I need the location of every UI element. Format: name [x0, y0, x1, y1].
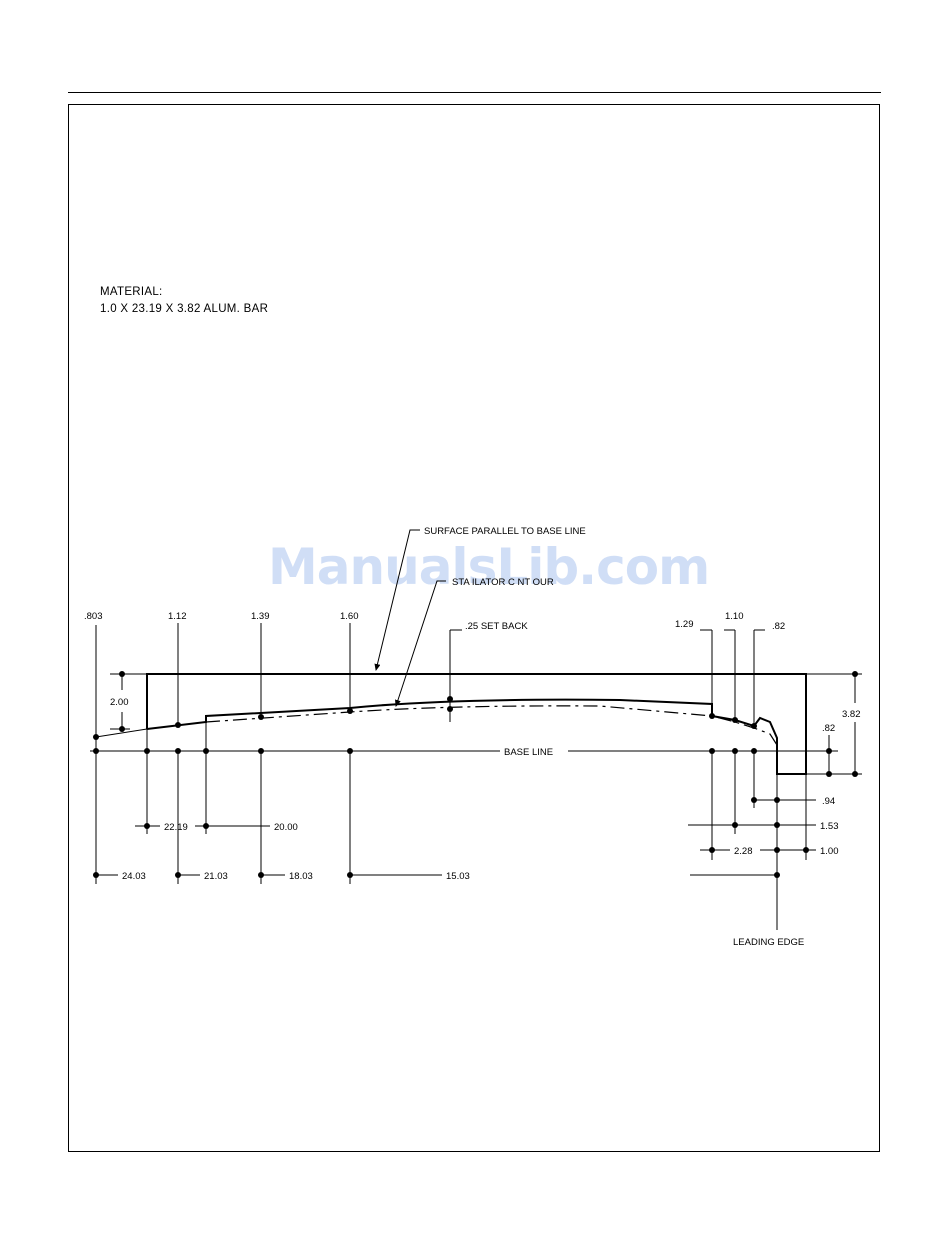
dim-label-153: 1.53	[820, 821, 839, 832]
base-line-label: BASE LINE	[504, 747, 553, 758]
template-outline	[147, 674, 806, 774]
leading-edge-label: LEADING EDGE	[733, 937, 804, 948]
dim-label-1803: 18.03	[289, 871, 313, 882]
dim-label-100: 1.00	[820, 846, 839, 857]
dim-label-82-right: .82	[822, 723, 835, 734]
extension-lines	[96, 623, 806, 930]
callout-leaders	[376, 530, 446, 706]
height-label-160: 1.60	[340, 611, 359, 622]
dim-label-228: 2.28	[734, 846, 753, 857]
surface-parallel-label: SURFACE PARALLEL TO BASE LINE	[424, 526, 586, 537]
horizontal-dim-lines	[96, 800, 816, 875]
stabilator-contour-label: STA ILATOR C NT OUR	[452, 577, 554, 588]
height-label-129: 1.29	[675, 619, 694, 630]
dim-label-2219: 22.19	[164, 822, 188, 833]
dim-label-2103: 21.03	[204, 871, 228, 882]
dim-label-382: 3.82	[842, 709, 861, 720]
dim-label-94: .94	[822, 796, 835, 807]
height-label-82: .82	[772, 621, 785, 632]
dim-label-1503: 15.03	[446, 871, 470, 882]
dim-label-2000: 20.00	[274, 822, 298, 833]
height-label-139: 1.39	[251, 611, 270, 622]
dim-label-200: 2.00	[110, 697, 129, 708]
dim-label-2403: 24.03	[122, 871, 146, 882]
set-back-label: .25 SET BACK	[465, 621, 528, 632]
height-label-110: 1.10	[725, 611, 744, 622]
height-label-112: 1.12	[168, 611, 187, 622]
height-label-803: .803	[84, 611, 103, 622]
